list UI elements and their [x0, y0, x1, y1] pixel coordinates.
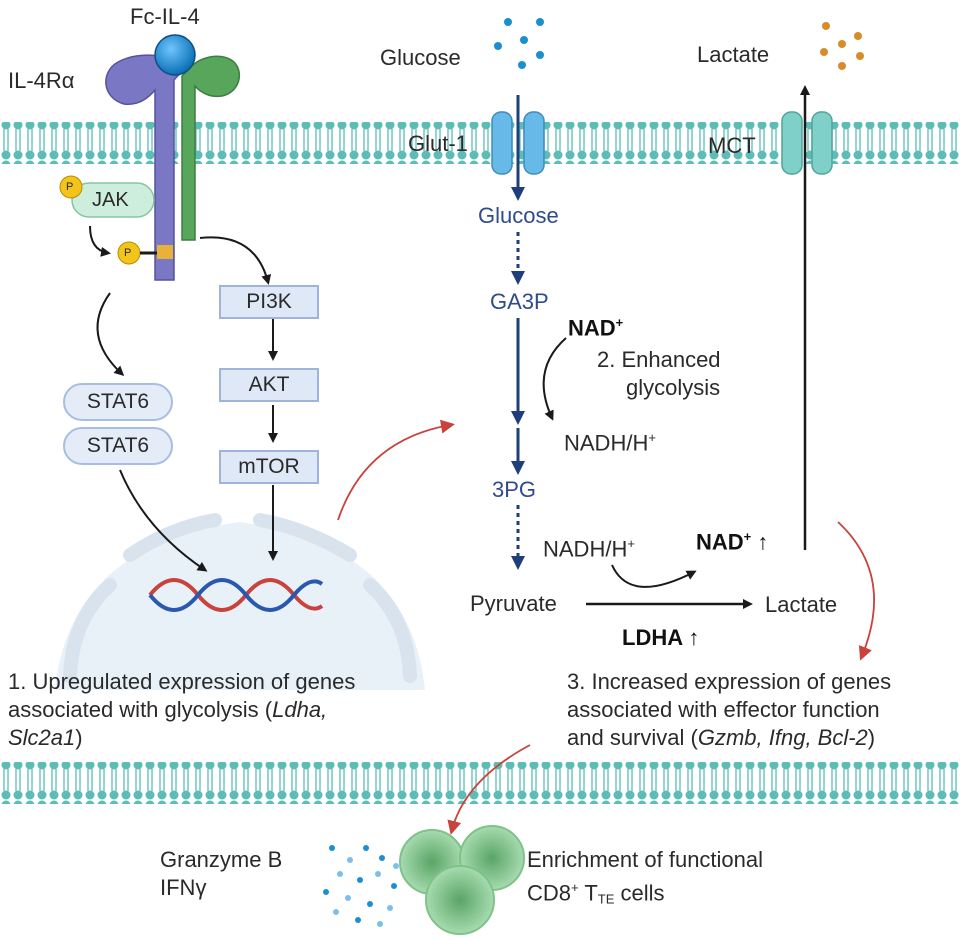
enhanced-glycolysis-label-1: 2. Enhanced	[597, 347, 721, 372]
nucleus-to-glycolysis-red-arrow	[337, 419, 455, 521]
receptor-to-stat6-arrow	[96, 292, 125, 377]
pi3k-box: PI3K	[219, 285, 319, 319]
step3-text: 3. Increased expression of genes associa…	[567, 668, 891, 752]
il4-receptor-icon	[105, 54, 241, 281]
lactate-inside-label: Lactate	[765, 592, 838, 617]
il4r-alpha-label: IL-4Rα	[8, 68, 75, 93]
step3-line1: 3. Increased expression of genes	[567, 669, 892, 694]
fc-il4-ligand-icon	[154, 34, 196, 76]
akt-box: AKT	[219, 368, 319, 402]
phospho-icon-jak	[59, 175, 83, 199]
nadh-to-nad-arrow	[611, 564, 697, 588]
stat6-to-nucleus-arrow	[119, 469, 208, 572]
glut1-transporter-icon	[491, 111, 545, 175]
stat6-box-1: STAT6	[63, 383, 173, 421]
nad-up-label: NAD+ ↑	[696, 529, 769, 555]
lactate-molecules-icon	[820, 22, 864, 70]
cell-membrane-bottom	[0, 762, 960, 804]
step3-line2: associated with effector function	[567, 697, 880, 722]
expression-to-cells-red-arrow	[447, 744, 531, 835]
phospho-label-1: P	[66, 181, 74, 193]
fc-il4-label: Fc-IL-4	[130, 4, 200, 29]
3pg-label: 3PG	[492, 477, 537, 502]
lactate-to-expression-red-arrow	[837, 521, 875, 661]
jak-box	[71, 182, 155, 218]
nad-label: NAD+	[568, 315, 624, 341]
glucose-molecules-icon	[494, 18, 544, 69]
dna-helix-icon	[148, 578, 324, 612]
mtor-box: mTOR	[219, 450, 319, 484]
glucose-outside-label: Glucose	[380, 45, 461, 70]
receptor-to-pi3k-arrow	[199, 236, 272, 285]
step1-line2: associated with glycolysis (Ldha,	[8, 697, 328, 722]
granzyme-ifng-dots-icon	[323, 845, 399, 927]
nadh-label-2: NADH/H+	[543, 536, 635, 562]
ifng-label: IFNγ	[160, 875, 207, 900]
cd8-t-cells-icon	[399, 825, 525, 935]
glut1-label: Glut-1	[408, 131, 468, 156]
enrichment-label: Enrichment of functional CD8+ TTE cells	[527, 846, 763, 913]
nad-up-arrow-icon: ↑	[757, 529, 769, 555]
step1-text: 1. Upregulated expression of genes assoc…	[8, 668, 355, 752]
ldha-label: LDHA ↑	[622, 625, 700, 650]
nucleus	[55, 513, 425, 690]
enrichment-line1: Enrichment of functional	[527, 847, 764, 872]
mct-label: MCT	[708, 133, 756, 158]
lactate-outside-label: Lactate	[697, 42, 770, 67]
ldha-up-arrow-icon: ↑	[688, 625, 700, 650]
enhanced-glycolysis-label-2: glycolysis	[626, 375, 721, 400]
step3-line3: and survival (Gzmb, Ifng, Bcl-2)	[567, 725, 876, 750]
granzyme-label: Granzyme B	[160, 847, 283, 872]
jak-phospho-arrow	[89, 225, 111, 257]
ga3p-label: GA3P	[490, 289, 549, 314]
jak-label: JAK	[92, 189, 129, 211]
enrichment-line2: CD8+ TTE cells	[527, 880, 665, 907]
phospho-label-2: P	[124, 247, 132, 259]
glucose-inside-label: Glucose	[478, 203, 559, 228]
pyruvate-label: Pyruvate	[470, 591, 557, 616]
stat6-box-2: STAT6	[63, 427, 173, 465]
cytokines-label: Granzyme B IFNγ	[160, 846, 282, 902]
step1-line1: 1. Upregulated expression of genes	[8, 669, 356, 694]
nadh-label: NADH/H+	[564, 430, 656, 456]
step1-line3: Slc2a1)	[8, 725, 83, 750]
nad-to-nadh-arrow	[542, 337, 567, 421]
mct-transporter-icon	[781, 111, 833, 175]
